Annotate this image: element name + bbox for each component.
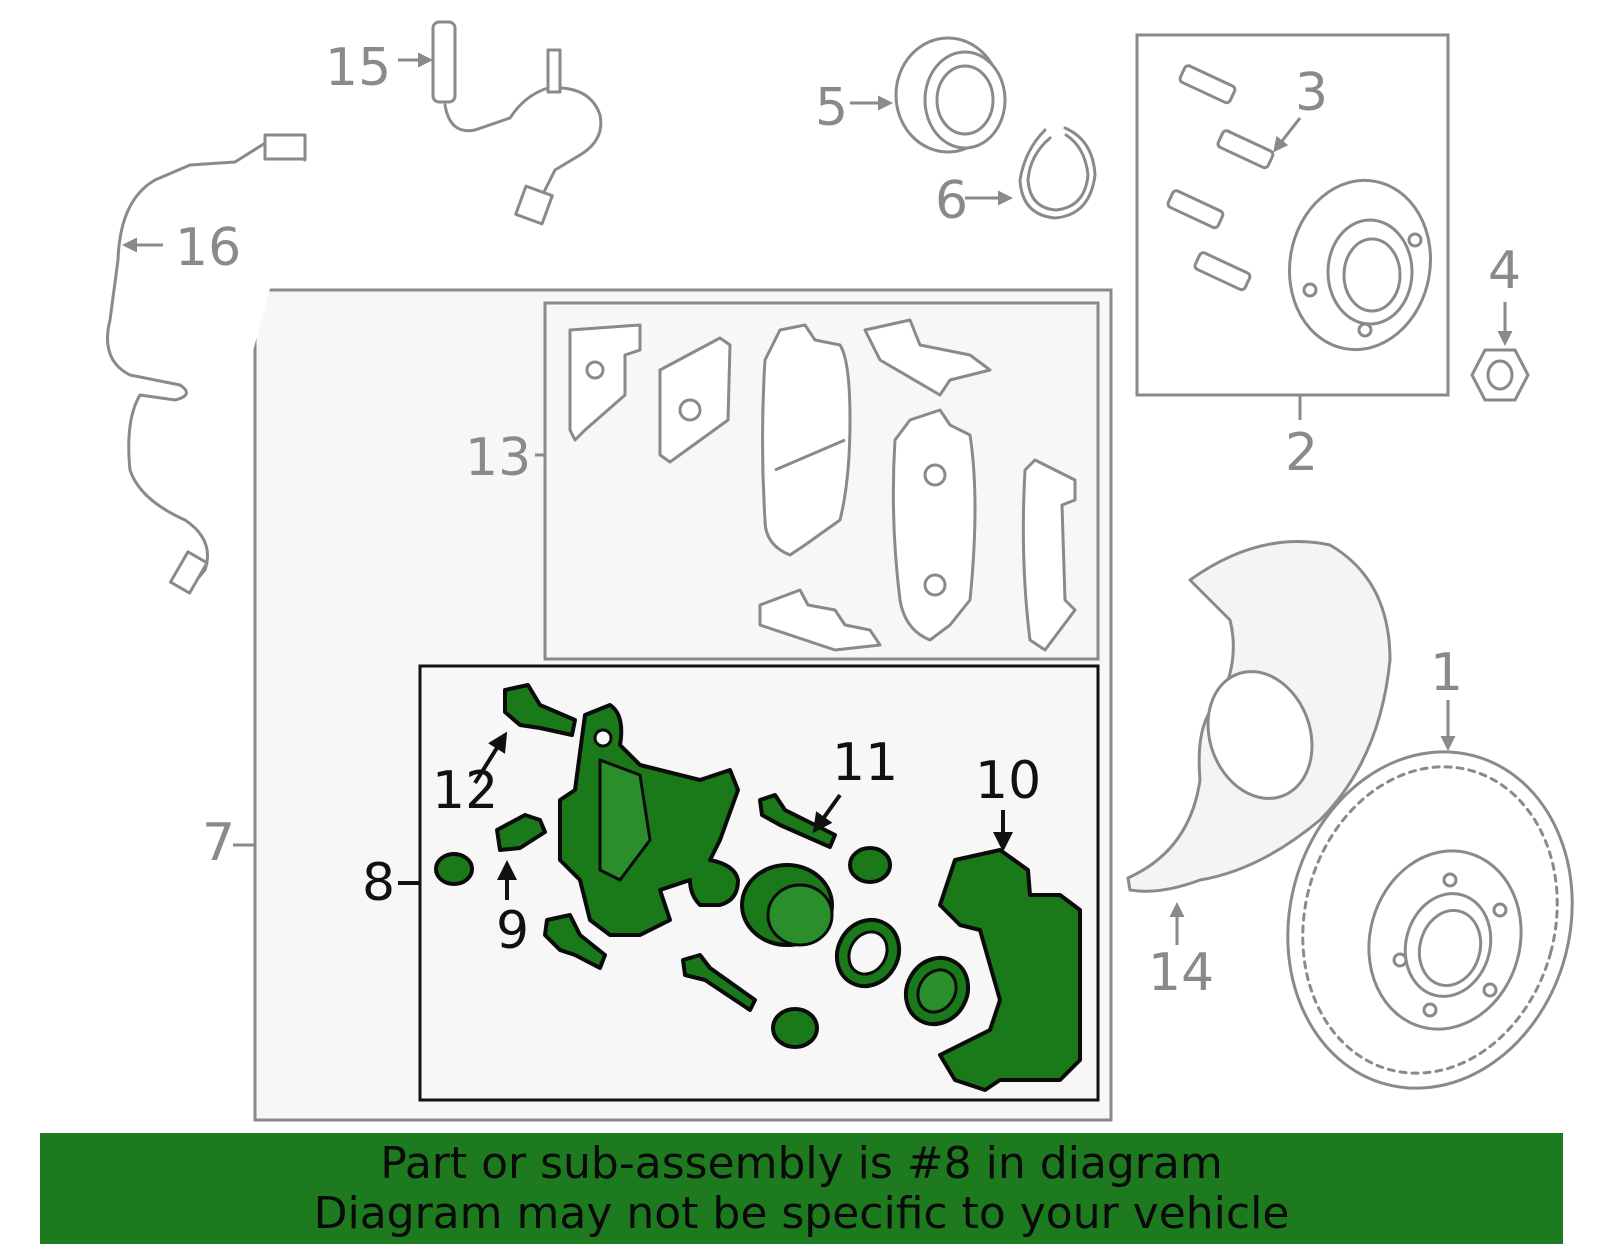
callout-10: 10 xyxy=(975,751,1041,811)
snap-ring-part xyxy=(1018,126,1097,220)
banner-line-1: Part or sub-assembly is #8 in diagram xyxy=(380,1137,1223,1189)
hub-nut-part xyxy=(1470,348,1530,402)
brake-pad-kit-part xyxy=(568,318,1077,652)
callout-6: 6 xyxy=(935,171,968,231)
wheel-bearing-part xyxy=(894,36,1007,154)
banner-line-2: Diagram may not be specific to your vehi… xyxy=(313,1187,1290,1239)
callout-5: 5 xyxy=(815,78,848,138)
callout-14: 14 xyxy=(1148,943,1214,1003)
callout-4: 4 xyxy=(1488,241,1521,301)
callout-9: 9 xyxy=(496,901,529,961)
callout-7: 7 xyxy=(202,813,235,873)
brake-hose-part xyxy=(431,20,603,226)
callout-3: 3 xyxy=(1295,63,1328,123)
abs-sensor-wire-part xyxy=(106,133,307,595)
callout-8: 8 xyxy=(362,853,395,913)
wheel-hub-part xyxy=(1288,178,1432,352)
leader-lines xyxy=(122,52,1513,945)
brake-rotor-part xyxy=(1286,750,1574,1090)
dust-shield-part xyxy=(1126,540,1392,893)
callout-15: 15 xyxy=(325,38,391,98)
callout-13: 13 xyxy=(465,428,531,488)
caliper-assembly-part xyxy=(434,683,1082,1092)
callout-11: 11 xyxy=(832,733,898,793)
wheel-studs-part xyxy=(1166,64,1275,292)
notice-banner: Part or sub-assembly is #8 in diagram Di… xyxy=(40,1133,1563,1244)
callout-12: 12 xyxy=(432,761,498,821)
callout-16: 16 xyxy=(175,218,241,278)
callout-1: 1 xyxy=(1430,643,1463,703)
callout-2: 2 xyxy=(1285,423,1318,483)
